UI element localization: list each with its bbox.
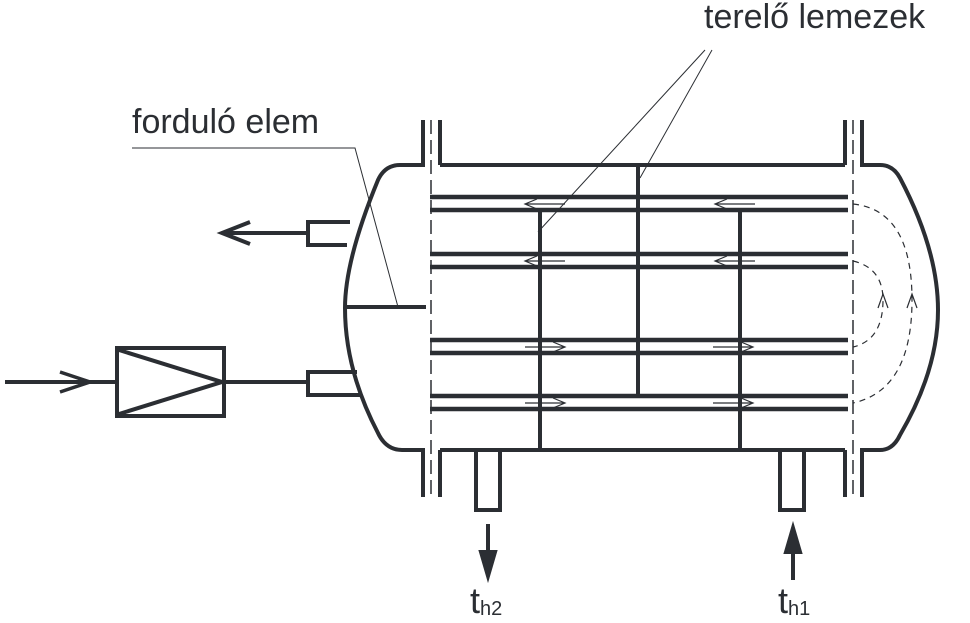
right-head: [860, 120, 941, 497]
tube-flow-arrows: [523, 198, 755, 409]
shell: [438, 120, 847, 497]
return-flow-paths: [852, 203, 913, 404]
tube-sheets: [430, 120, 854, 497]
outlet-nozzle: [306, 220, 350, 247]
outlet-arrow-icon: [216, 220, 308, 246]
pump-symbol: [115, 346, 229, 418]
inlet-temperature-label: th1: [778, 580, 810, 622]
inlet-line: [5, 370, 308, 394]
turning-element-label: forduló elem: [132, 103, 320, 141]
temp-symbol: t: [778, 580, 789, 621]
temp-subscript: h1: [788, 598, 811, 620]
outlet-temperature-label: th2: [470, 580, 502, 622]
shell-outlet-arrow-icon: [478, 524, 498, 584]
leader-lines: [132, 49, 713, 308]
baffles: [538, 165, 742, 450]
shell-inlet-nozzle: [778, 450, 806, 512]
shell-outlet-nozzle: [474, 450, 502, 512]
shell-inlet-arrow-icon: [783, 520, 803, 580]
return-flow-arrows: [877, 292, 918, 309]
temp-subscript: h2: [480, 598, 503, 620]
baffles-label: terelő lemezek: [704, 0, 926, 36]
temp-symbol: t: [470, 580, 481, 621]
